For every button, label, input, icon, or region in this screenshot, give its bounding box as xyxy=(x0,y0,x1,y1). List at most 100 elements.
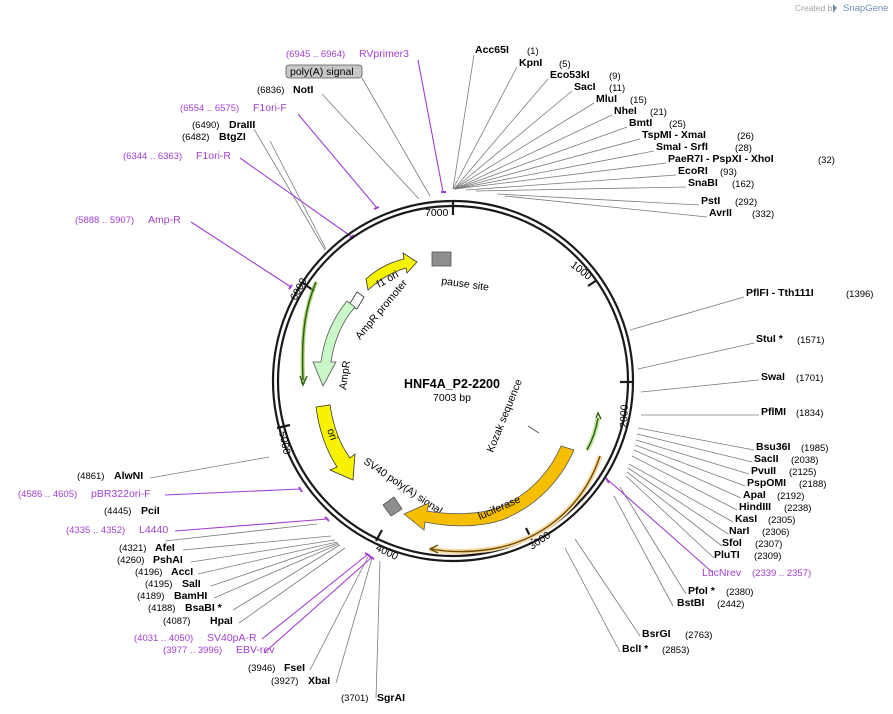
site-pcii-pos: (4445) xyxy=(104,506,131,517)
primer-labels: (6945 .. 6964) RVprimer3 (6554 .. 6575) … xyxy=(18,48,811,656)
plasmid-size: 7003 bp xyxy=(433,392,471,404)
site-mlui-pos: (15) xyxy=(630,95,647,106)
site-snabi-pos: (162) xyxy=(732,179,754,190)
tick-4000: 4000 xyxy=(374,542,400,563)
ampr-primer-highlight xyxy=(300,281,318,385)
site-avrii: AvrII xyxy=(709,207,732,219)
primer-ebv-rev: EBV-rev xyxy=(236,644,275,656)
site-acci: AccI xyxy=(171,566,193,578)
site-pflfi-tth111i-pos: (1396) xyxy=(846,289,873,300)
site-bmti-pos: (25) xyxy=(669,119,686,130)
primer-lucnrev: LucNrev xyxy=(702,567,742,579)
site-bstbi: BstBI xyxy=(677,597,705,609)
kozak-orf-line xyxy=(586,417,599,451)
site-tspmi-xmai: TspMI - XmaI xyxy=(642,129,706,141)
site-avrii-pos: (332) xyxy=(752,209,774,220)
site-bsu36i-pos: (1985) xyxy=(801,443,828,454)
primer-f1ori-r-range: (6344 .. 6363) xyxy=(123,151,182,162)
primer-pbr322ori-f: pBR322ori-F xyxy=(91,488,151,500)
site-alwni: AlwNI xyxy=(114,470,143,482)
site-pshai: PshAI xyxy=(153,554,183,566)
site-pspomi: PspOMI xyxy=(747,477,786,489)
primer-l4440: L4440 xyxy=(139,524,168,536)
site-hindiii: HindIII xyxy=(739,501,771,513)
f1-ori-arrow xyxy=(365,252,418,291)
site-bsabi-pos: (4188) xyxy=(148,603,175,614)
site-xbai-pos: (3927) xyxy=(271,676,298,687)
site-noti: NotI xyxy=(293,84,313,96)
tick-2000: 2000 xyxy=(618,404,631,428)
site-hpai: HpaI xyxy=(210,615,233,627)
site-apai-pos: (2192) xyxy=(777,491,804,502)
ampr-arrow xyxy=(312,300,356,387)
site-smai-srfi-pos: (28) xyxy=(735,143,752,154)
primer-amp-r-range: (5888 .. 5907) xyxy=(75,215,134,226)
site-bamhi-pos: (4189) xyxy=(137,591,164,602)
site-btgzi: BtgZI xyxy=(219,131,246,143)
pause-site-box xyxy=(431,251,452,267)
site-pvuii-pos: (2125) xyxy=(789,467,816,478)
position-ticks xyxy=(276,202,633,542)
primer-ebv-rev-range: (3977 .. 3996) xyxy=(163,645,222,656)
site-tspmi-xmai-pos: (26) xyxy=(737,131,754,142)
site-hindiii-pos: (2238) xyxy=(784,503,811,514)
kozak-mark xyxy=(527,425,540,434)
primer-sv40pa-r-range: (4031 .. 4050) xyxy=(134,633,193,644)
site-sgrai: SgrAI xyxy=(377,692,405,704)
ampr-label: AmpR xyxy=(337,359,353,390)
site-kpni: KpnI xyxy=(519,57,542,69)
site-saci: SacI xyxy=(574,81,596,93)
site-ecori: EcoRI xyxy=(678,165,708,177)
site-kasi: KasI xyxy=(735,513,757,525)
site-mlui: MluI xyxy=(596,93,617,105)
site-xbai: XbaI xyxy=(308,675,330,687)
sv40-polya-box xyxy=(382,496,403,517)
site-bsabi: BsaBI * xyxy=(185,602,223,614)
site-bsrgi: BsrGI xyxy=(642,628,671,640)
site-draiii-pos: (6490) xyxy=(192,120,219,131)
ori-arrow xyxy=(315,404,356,481)
site-bsu36i: Bsu36I xyxy=(756,441,791,453)
features: pause site f1 ori AmpR promoter AmpR ori… xyxy=(285,64,603,555)
primer-rvprimer3: RVprimer3 xyxy=(359,48,409,60)
primer-ticks xyxy=(288,191,610,560)
site-sali-pos: (4195) xyxy=(145,579,172,590)
site-nari-pos: (2306) xyxy=(762,527,789,538)
site-nari: NarI xyxy=(729,525,750,537)
snapgene-credit: Created by SnapGene xyxy=(795,3,888,14)
site-sacii-pos: (2038) xyxy=(791,455,818,466)
site-pflfi-tth111i: PflFI - Tth111I xyxy=(746,287,814,299)
site-pvuii: PvuII xyxy=(751,465,776,477)
polya-signal-tag xyxy=(285,64,363,79)
site-sacii: SacII xyxy=(754,453,779,465)
tick-5000: 5000 xyxy=(276,430,293,455)
site-apai: ApaI xyxy=(743,489,766,501)
site-pshai-pos: (4260) xyxy=(117,555,144,566)
site-acci-pos: (4196) xyxy=(135,567,162,578)
primer-f1ori-f-range: (6554 .. 6575) xyxy=(180,103,239,114)
tick-1000: 1000 xyxy=(568,259,594,283)
ampr-orf-line xyxy=(301,281,317,381)
tick-7000: 7000 xyxy=(425,207,449,219)
primer-pbr322ori-f-range: (4586 .. 4605) xyxy=(18,489,77,500)
site-sfoi: SfoI xyxy=(722,537,742,549)
site-pflmi-pos: (1834) xyxy=(796,408,823,419)
site-pcii: PciI xyxy=(141,505,160,517)
site-paer7i-pspxi-xhoi-pos: (32) xyxy=(818,155,835,166)
plasmid-name: HNF4A_P2-2200 xyxy=(404,377,500,391)
site-stui: StuI * xyxy=(756,333,784,345)
polya-signal-label: poly(A) signal xyxy=(290,66,354,78)
site-bsrgi-pos: (2763) xyxy=(685,630,712,641)
site-acc65i: Acc65I xyxy=(475,44,509,56)
site-afei-pos: (4321) xyxy=(119,543,146,554)
site-psti: PstI xyxy=(701,195,720,207)
primer-rvprimer3-range: (6945 .. 6964) xyxy=(286,49,345,60)
primer-f1ori-r: F1ori-R xyxy=(196,150,231,162)
snapgene-logo-icon xyxy=(833,4,837,12)
site-draiii: DraIII xyxy=(229,119,255,131)
primer-sv40pa-r: SV40pA-R xyxy=(207,632,257,644)
credit-text: Created by xyxy=(795,3,837,13)
site-bamhi: BamHI xyxy=(174,590,207,602)
site-ecori-pos: (93) xyxy=(720,167,737,178)
